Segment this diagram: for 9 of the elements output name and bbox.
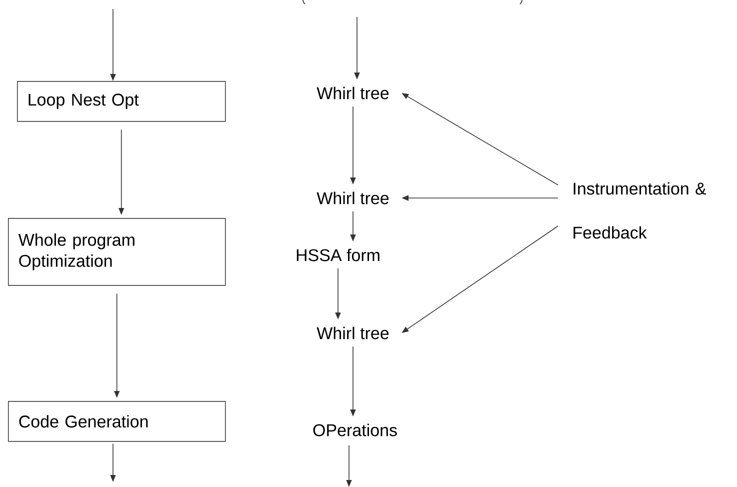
feedback-label: Instrumentation & Feedback (574, 182, 706, 239)
stage-label: Whirl tree (316, 192, 389, 204)
stage-label: OPerations (313, 424, 397, 436)
process-box: Code Generation (8, 401, 226, 442)
stage-label: Whirl tree (316, 86, 389, 100)
process-box: Whole program Optimization (8, 218, 226, 286)
stage-label: Whirl tree (316, 326, 389, 340)
stage-label: HSSA form (296, 248, 380, 262)
process-box: Loop Nest Opt (17, 81, 226, 122)
